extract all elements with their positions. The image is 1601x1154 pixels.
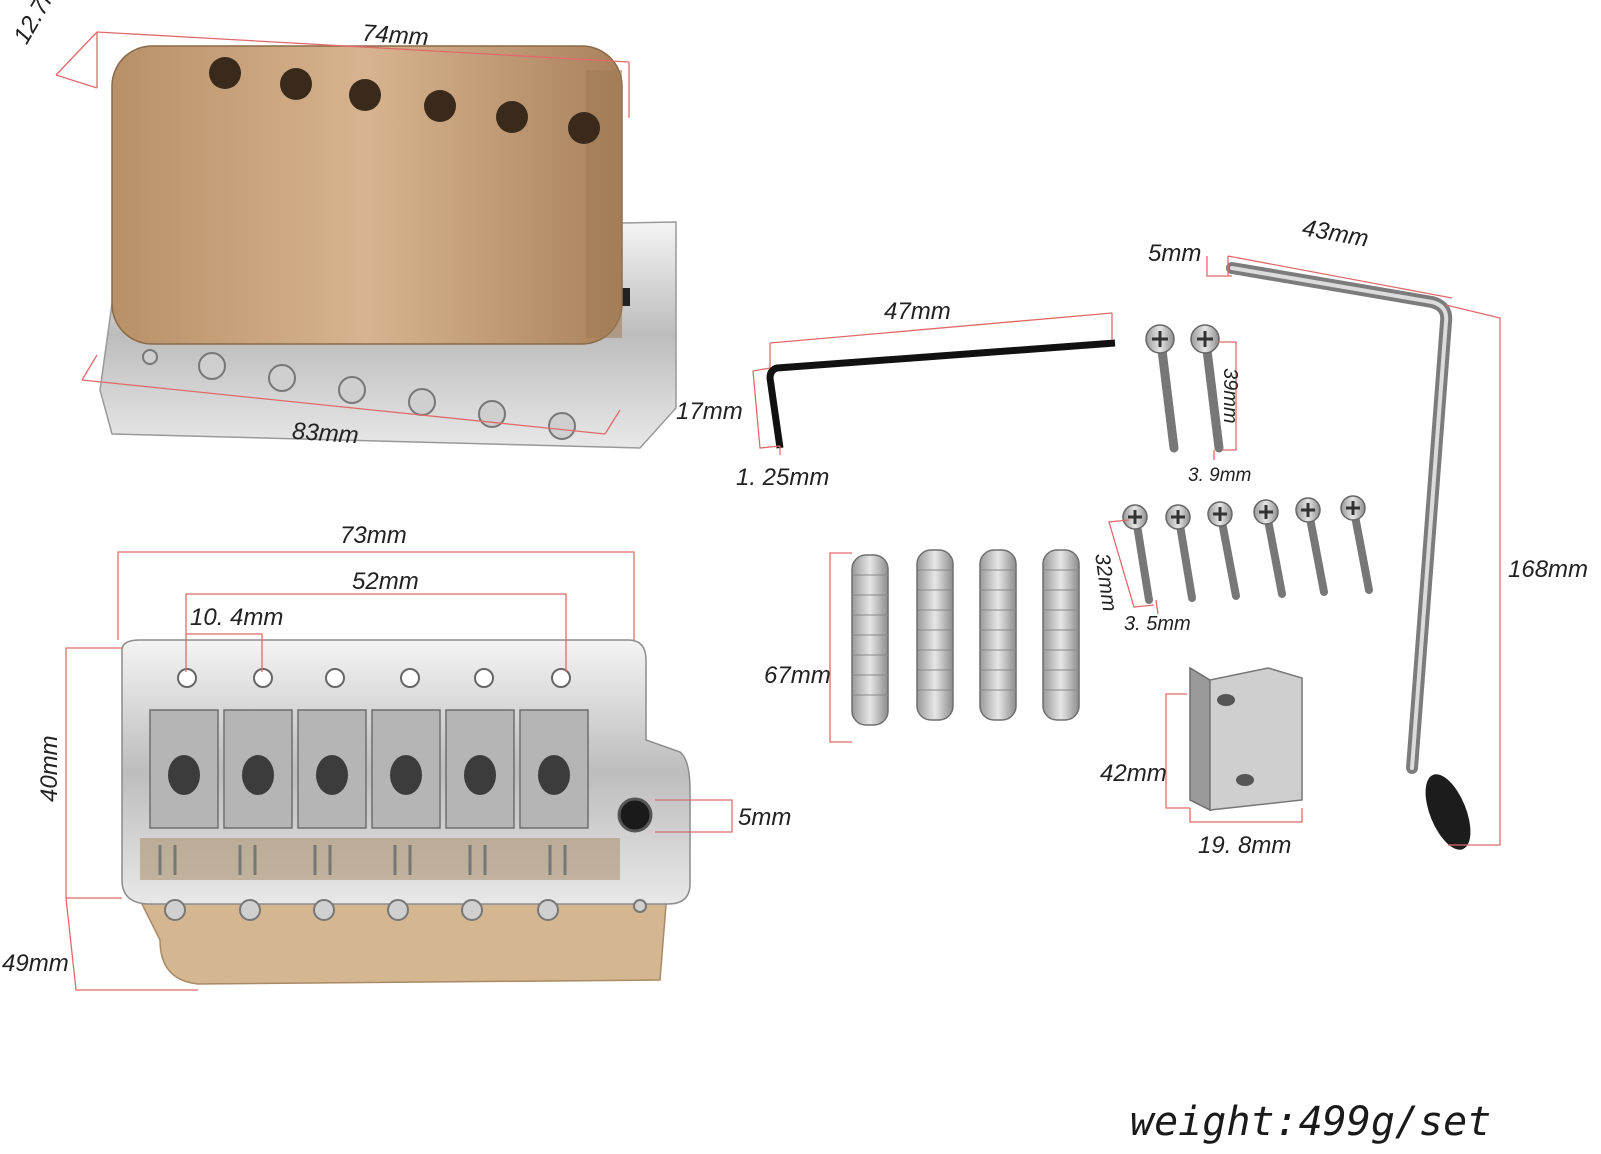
- dim-long-screw-length: 39mm: [1219, 368, 1241, 424]
- tremolo-arm: [1226, 262, 1471, 850]
- dim-short-screw-diameter: 3. 5mm: [1124, 613, 1191, 635]
- weight-caption: weight:499g/set: [1130, 1099, 1492, 1145]
- dim-string-spacing-total: 52mm: [352, 568, 419, 595]
- intonation-springs: [158, 845, 567, 875]
- hex-wrench: [766, 339, 1116, 449]
- dim-long-screw-diameter: 3. 9mm: [1188, 465, 1252, 486]
- tremolo-block: [99, 45, 677, 449]
- dim-wrench-short: 17mm: [676, 398, 743, 425]
- dim-claw-height: 42mm: [1100, 760, 1167, 787]
- dim-claw-width: 19. 8mm: [1198, 832, 1292, 859]
- long-screws: [1145, 324, 1224, 453]
- spring-claw: [1189, 666, 1303, 812]
- dimension-lines: [55, 31, 1501, 991]
- bridge-string-holes: [177, 668, 571, 688]
- arm-socket: [617, 797, 653, 833]
- dim-block-width: 74mm: [361, 19, 430, 52]
- dim-string-spacing: 10. 4mm: [190, 604, 284, 631]
- dim-arm-hole: 5mm: [738, 804, 792, 831]
- bridge-saddles: [149, 709, 589, 829]
- dim-arm-length: 168mm: [1508, 556, 1589, 583]
- dim-wrench-length: 47mm: [884, 298, 951, 325]
- short-screws: [1122, 495, 1373, 604]
- dim-bridge-depth: 40mm: [36, 735, 63, 802]
- bridge-assembly: [121, 639, 691, 985]
- block-screws: [142, 349, 576, 440]
- dim-spring-length: 67mm: [764, 662, 831, 689]
- dim-arm-diameter: 5mm: [1148, 240, 1202, 267]
- dim-bridge-width: 73mm: [340, 522, 407, 549]
- dim-block-base-width: 83mm: [291, 417, 360, 450]
- tremolo-springs: [851, 549, 1080, 726]
- dim-wrench-thickness: 1. 25mm: [736, 464, 830, 491]
- bridge-front-screws: [164, 899, 647, 921]
- block-string-holes: [209, 57, 600, 144]
- dim-total-depth: 49mm: [2, 950, 69, 977]
